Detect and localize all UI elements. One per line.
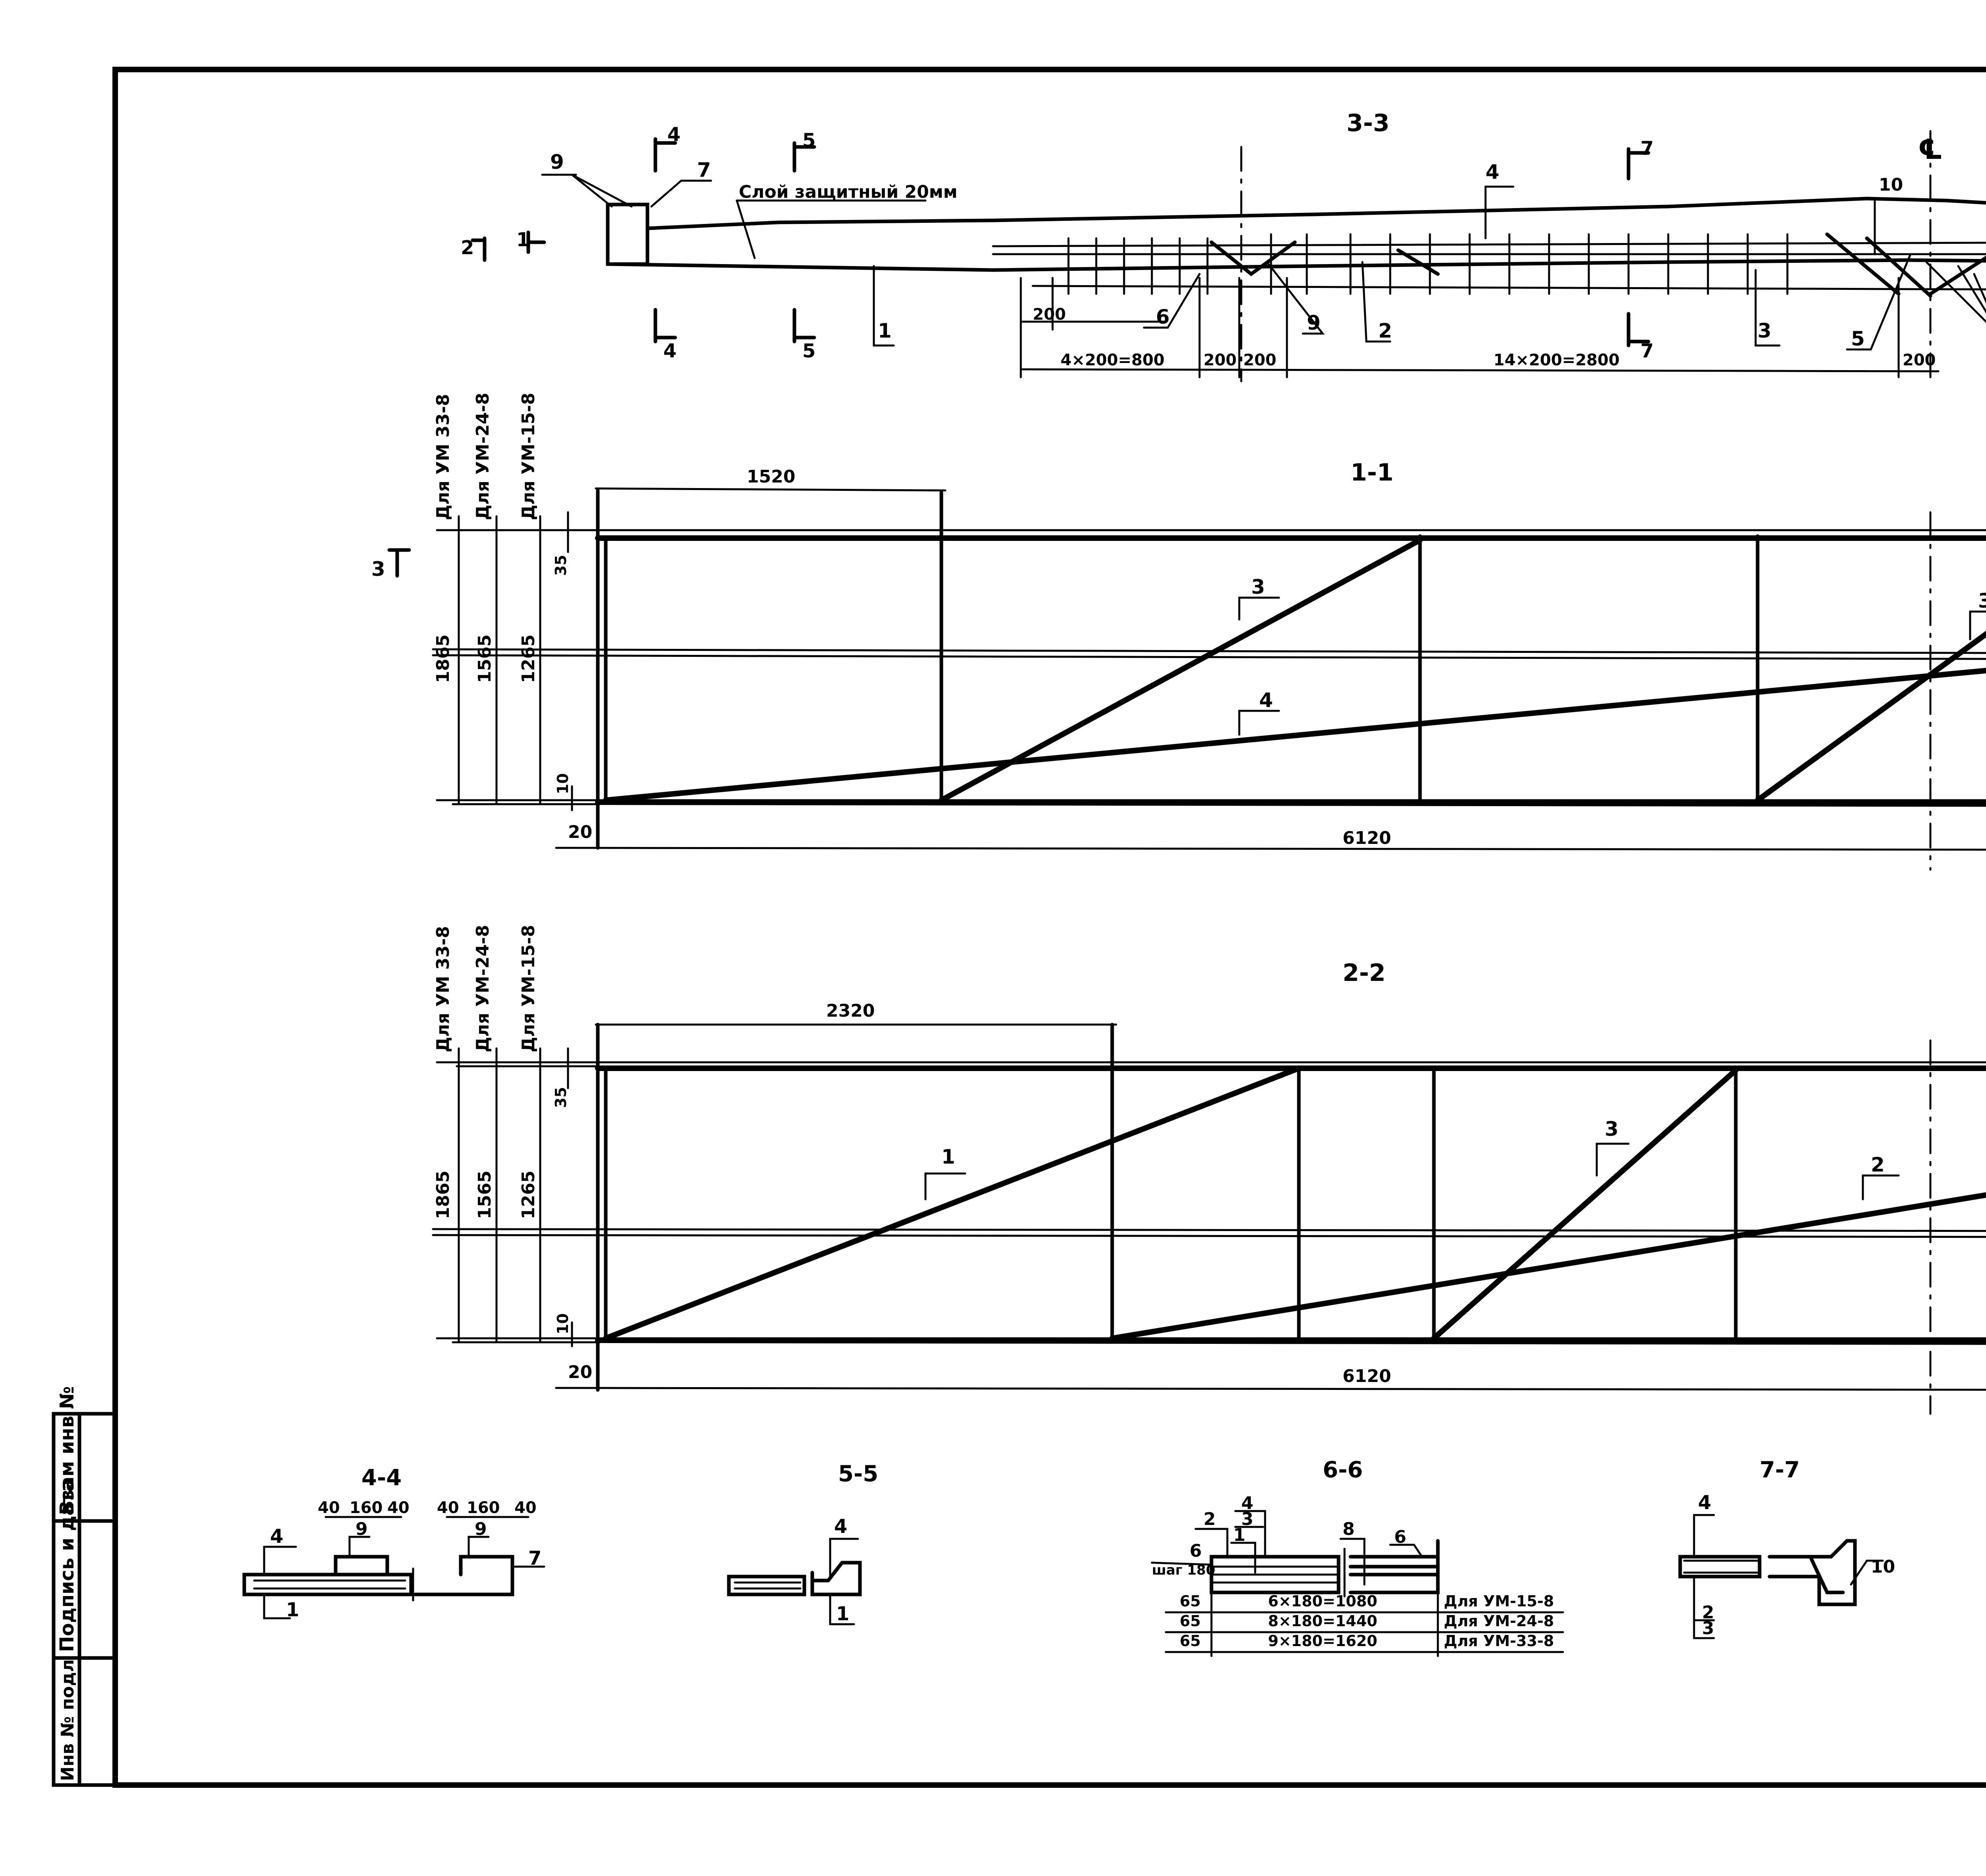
sheet-frame [112, 67, 1986, 1788]
section-title: 3-3 [1347, 109, 1389, 137]
svg-text:1: 1 [941, 1145, 955, 1168]
svg-text:35: 35 [552, 555, 570, 576]
stamp-inv: Инв № подл [58, 1659, 78, 1781]
svg-text:1: 1 [836, 1603, 849, 1625]
svg-text:5: 5 [802, 340, 815, 362]
svg-text:Для УМ 33-8: Для УМ 33-8 [433, 394, 453, 520]
svg-text:6: 6 [1190, 1541, 1202, 1561]
svg-text:20: 20 [568, 1362, 592, 1382]
svg-text:2: 2 [1871, 1153, 1885, 1176]
side-stamp: Взам инв № Подпись и дата Инв № подл [52, 1386, 117, 1787]
svg-text:4: 4 [663, 340, 676, 362]
svg-text:1: 1 [516, 229, 529, 251]
svg-text:2: 2 [461, 237, 474, 259]
svg-text:2320: 2320 [826, 1001, 875, 1021]
svg-text:2: 2 [1204, 1509, 1216, 1529]
svg-text:3: 3 [1758, 319, 1772, 342]
svg-text:160: 160 [467, 1499, 500, 1517]
svg-text:Для УМ-15-8: Для УМ-15-8 [1444, 1592, 1554, 1610]
svg-text:1865: 1865 [433, 1171, 453, 1219]
svg-text:40: 40 [387, 1499, 410, 1517]
section-3-3: 3-3 ℄ Слой защитный 20м [461, 109, 1986, 386]
svg-text:Для УМ-24-8: Для УМ-24-8 [473, 393, 493, 520]
section-4-4: 4-4 40 160 40 40 160 40 4 9 9 7 1 [242, 1465, 545, 1621]
svg-text:3: 3 [1978, 589, 1986, 612]
svg-text:10: 10 [554, 1313, 572, 1334]
svg-text:9×180=1620: 9×180=1620 [1268, 1632, 1377, 1650]
svg-text:4×200=800: 4×200=800 [1061, 351, 1165, 369]
svg-text:200: 200 [1903, 351, 1936, 369]
section-title: 6-6 [1323, 1457, 1363, 1483]
svg-text:1265: 1265 [518, 1171, 539, 1219]
stamp-vzam: Взам инв № [56, 1386, 78, 1515]
section-6-6: 6-6 6 шаг 180 2 4 3 1 8 6 65 6×180=1080 … [1151, 1457, 1564, 1657]
svg-text:4: 4 [1259, 689, 1273, 712]
svg-text:160: 160 [350, 1499, 383, 1517]
svg-text:40: 40 [437, 1499, 459, 1517]
svg-text:7: 7 [697, 158, 711, 181]
svg-text:1565: 1565 [475, 635, 495, 683]
section-title: 7-7 [1760, 1457, 1800, 1483]
svg-text:2: 2 [1378, 319, 1392, 342]
svg-text:4: 4 [834, 1515, 847, 1538]
svg-text:Для УМ 33-8: Для УМ 33-8 [433, 926, 453, 1052]
svg-text:8: 8 [1343, 1519, 1355, 1539]
section-5-5: 5-5 4 1 [727, 1461, 878, 1625]
svg-text:6120: 6120 [1343, 828, 1391, 848]
svg-text:1865: 1865 [433, 635, 453, 683]
svg-text:65: 65 [1180, 1612, 1201, 1630]
section-7-7: 7-7 4 10 2 3 [1678, 1457, 1895, 1639]
svg-text:5: 5 [802, 129, 815, 152]
svg-text:6: 6 [1156, 305, 1170, 328]
svg-text:Для УМ-33-8: Для УМ-33-8 [1444, 1632, 1554, 1650]
protective-layer-note: Слой защитный 20мм [739, 182, 958, 202]
svg-text:65: 65 [1180, 1632, 1201, 1650]
svg-text:4: 4 [1698, 1492, 1711, 1514]
svg-text:1520: 1520 [747, 467, 795, 487]
svg-text:8×180=1440: 8×180=1440 [1268, 1612, 1377, 1630]
svg-text:35: 35 [552, 1087, 570, 1108]
svg-text:40: 40 [514, 1499, 537, 1517]
svg-text:9: 9 [550, 151, 564, 174]
svg-text:3: 3 [1251, 575, 1265, 598]
svg-text:65: 65 [1180, 1592, 1201, 1610]
svg-text:20: 20 [568, 822, 592, 842]
svg-text:1265: 1265 [518, 635, 539, 683]
svg-text:10: 10 [554, 773, 572, 794]
svg-text:14×200=2800: 14×200=2800 [1493, 351, 1620, 369]
svg-text:200: 200 [1204, 351, 1237, 369]
svg-text:3: 3 [1605, 1117, 1619, 1141]
svg-text:4: 4 [270, 1525, 283, 1548]
section-2-2: 2-2 Для УМ 33-8 Для УМ-24-8 Для УМ-15-8 … [432, 925, 1986, 1415]
section-1-1: 1-1 Для УМ 33-8 Для УМ-24-8 Для УМ-15-8 [371, 393, 1986, 871]
svg-text:Для УМ-24-8: Для УМ-24-8 [473, 925, 493, 1052]
svg-text:3: 3 [371, 558, 385, 581]
svg-text:4: 4 [1486, 160, 1499, 183]
centerline-symbol-icon: ℄ [1918, 133, 1943, 166]
svg-text:6×180=1080: 6×180=1080 [1268, 1592, 1377, 1610]
svg-text:5: 5 [1851, 327, 1865, 350]
svg-text:200: 200 [1243, 351, 1277, 369]
section-title: 1-1 [1350, 459, 1393, 486]
svg-text:1: 1 [878, 319, 892, 342]
svg-text:10: 10 [1879, 175, 1903, 195]
section-title: 4-4 [361, 1465, 402, 1491]
stamp-podpis: Подпись и дата [56, 1479, 78, 1652]
section-title: 2-2 [1343, 959, 1385, 987]
svg-text:1565: 1565 [475, 1171, 495, 1219]
svg-text:Для УМ-15-8: Для УМ-15-8 [518, 925, 539, 1052]
svg-text:6120: 6120 [1343, 1366, 1391, 1386]
svg-text:Для УМ-15-8: Для УМ-15-8 [518, 393, 539, 520]
svg-text:4: 4 [667, 124, 680, 146]
svg-text:40: 40 [318, 1499, 340, 1517]
svg-text:200: 200 [1033, 305, 1066, 324]
svg-text:7: 7 [1640, 137, 1654, 160]
svg-text:Для УМ-24-8: Для УМ-24-8 [1444, 1612, 1554, 1630]
svg-text:3: 3 [1702, 1618, 1714, 1639]
section-title: 5-5 [838, 1461, 878, 1487]
svg-text:7: 7 [1640, 340, 1654, 362]
